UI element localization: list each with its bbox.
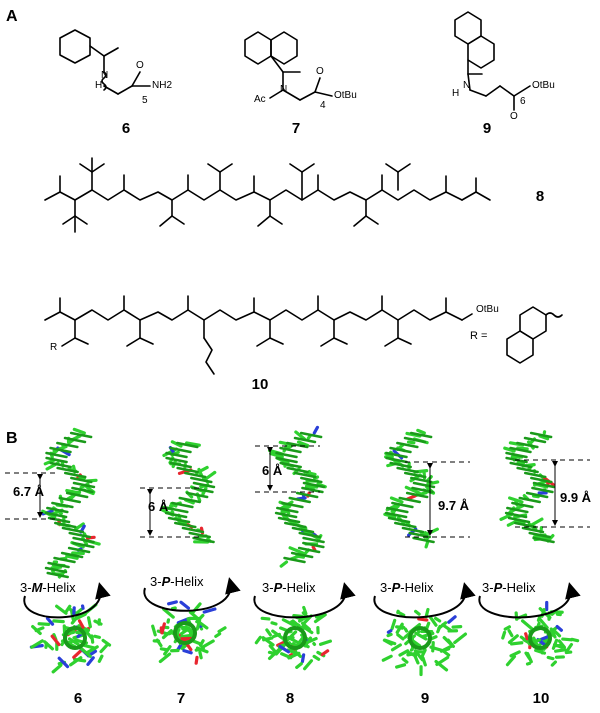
label-6-H: H [95,80,103,91]
label-10-otbu: OtBu [476,304,499,315]
rotation-arrow-6 [23,582,111,619]
structure-10 [44,295,473,375]
measure-guide-9 [405,461,470,538]
model-number-8: 8 [285,690,295,707]
label-6-n: 5 [142,95,148,106]
structure-9 [454,11,531,111]
model-number-10: 10 [532,690,550,707]
helix-top-model-10 [501,600,580,667]
label-6-nh2: NH2 [152,80,173,91]
measure-guide-8 [255,445,320,493]
rotation-arrow-8 [253,582,356,619]
measure-9: 9.7 Å [438,498,470,513]
helix-side-model-10 [499,430,556,544]
structure-8 [44,157,491,233]
measure-8: 6 Å [262,463,283,478]
helix-top-model-7 [151,600,227,665]
panel-a-structures [44,11,563,375]
label-7-n: 4 [320,100,326,111]
compound-number-9: 9 [482,120,492,137]
helix-label-7: 3-P-Helix [150,574,204,589]
measure-guide-6 [5,472,55,520]
rotation-arrow-9 [373,582,476,619]
measure-7: 6 Å [148,499,169,514]
label-7-otbu: OtBu [334,90,357,101]
compound-number-6: 6 [121,120,131,137]
panel-label-b: B [6,430,18,447]
measure-6: 6.7 Å [13,484,45,499]
label-6-O: O [136,60,144,71]
helix-side-model-7 [160,440,217,544]
label-10-r-equals: R = [470,330,488,342]
panel-label-a: A [6,8,18,25]
helix-top-model-8 [254,605,332,671]
structure-6 [59,29,151,95]
model-number-7: 7 [176,690,186,707]
measure-guide-7 [140,487,200,538]
panel-b-models [5,425,590,677]
helix-top-model-6 [29,603,112,674]
label-7-ac: Ac [254,94,266,105]
label-9-N: N [463,80,471,91]
model-number-6: 6 [73,690,83,707]
r-group-naphthyl [506,306,563,364]
label-7-N: N [280,84,288,95]
compound-number-7: 7 [291,120,301,137]
label-7-O: O [316,66,324,77]
measure-10: 9.9 Å [560,490,592,505]
label-9-n: 6 [520,96,526,107]
model-number-9: 9 [420,690,430,707]
helix-label-9: 3-P-Helix [380,580,434,595]
label-9-O: O [510,111,518,122]
measure-guide-10 [515,459,590,528]
label-9-H: H [452,88,460,99]
label-10-r: R [50,342,58,353]
label-9-otbu: OtBu [532,80,555,91]
compound-number-10: 10 [251,376,269,393]
helix-top-model-9 [381,607,468,677]
label-6-N: N [101,70,109,81]
helix-label-6: 3-M-Helix [20,580,76,595]
structure-7 [244,31,333,101]
helix-side-model-8 [267,425,327,568]
rotation-arrow-7 [143,577,241,612]
helix-side-model-6 [41,427,101,579]
helix-label-10: 3-P-Helix [482,580,536,595]
helix-label-8: 3-P-Helix [262,580,316,595]
rotation-arrow-10 [478,582,581,619]
compound-number-8: 8 [535,188,545,205]
